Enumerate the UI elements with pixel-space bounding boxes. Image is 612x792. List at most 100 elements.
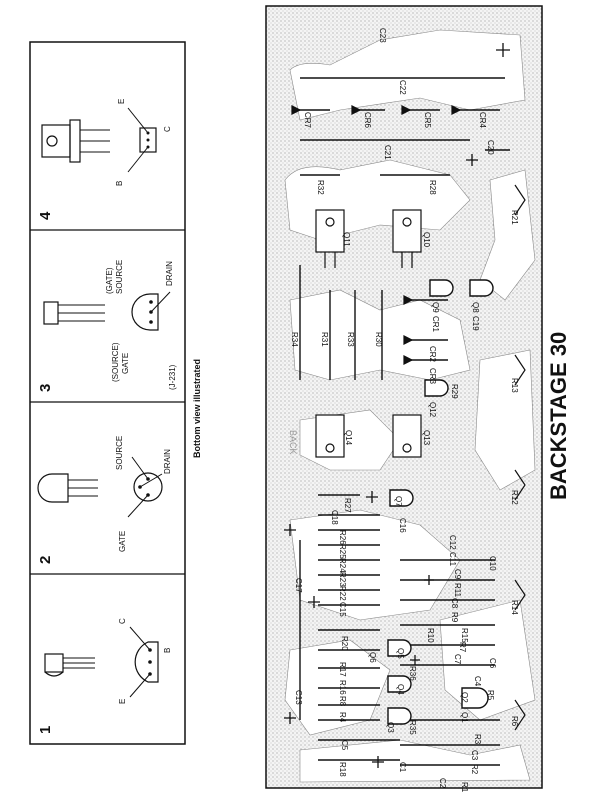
panel-number: 4 [37, 211, 54, 220]
component-label-q6: Q6 [368, 652, 377, 663]
component-label-r10: R10 [426, 628, 435, 643]
pin-label-e: E [117, 99, 126, 104]
component-label-r7: R7 [458, 642, 467, 653]
edge-connectors [514, 184, 526, 731]
component-label-c7: C7 [453, 654, 462, 665]
component-label-q1: Q1 [460, 712, 469, 723]
panel-number: 1 [37, 726, 54, 734]
pin-label-gate: GATE [118, 531, 127, 552]
component-label-cr6: CR6 [363, 112, 372, 129]
metal-can-transistor-icon [37, 456, 163, 518]
component-label-r14: R14 [510, 600, 519, 615]
pin-label-c: C [163, 126, 172, 132]
panel-number: 3 [37, 384, 54, 392]
component-label-c9: C9 [453, 569, 462, 580]
component-label-r32: R32 [316, 180, 325, 195]
component-label-r8: R8 [338, 696, 347, 707]
component-label-c11: C11 [448, 552, 457, 567]
power-transistors [315, 209, 422, 458]
component-label-r6: R6 [510, 716, 519, 727]
component-label-q13: Q13 [422, 430, 431, 446]
pin-label-gate: GATE [121, 353, 130, 374]
panel-number: 2 [37, 556, 54, 564]
component-label-r9: R9 [450, 612, 459, 623]
component-label-c3: C3 [470, 750, 479, 761]
component-label-c17: C17 [294, 578, 303, 593]
component-label-c15: C15 [338, 602, 347, 617]
component-label-q12: Q12 [428, 402, 437, 418]
component-label-r20: R20 [340, 636, 349, 651]
pin-label-source-paren: (SOURCE) [111, 342, 120, 382]
component-label-r15: R15 [460, 628, 469, 643]
component-label-r31: R31 [320, 332, 329, 347]
component-label-r16: R16 [338, 680, 347, 695]
component-label-r13: R13 [510, 378, 519, 393]
component-label-c5: C5 [340, 740, 349, 751]
component-label-q2: Q2 [460, 692, 469, 703]
component-label-c13: C13 [294, 690, 303, 705]
component-label-c8: C8 [450, 598, 459, 609]
component-bodies [295, 77, 510, 766]
component-label-q9: Q9 [431, 302, 440, 313]
component-label-r25: R25 [338, 544, 347, 559]
component-label-r33: R33 [346, 332, 355, 347]
component-label-r23: R23 [338, 572, 347, 587]
component-label-r26: R26 [338, 530, 347, 545]
component-label-r28: R28 [428, 180, 437, 195]
component-label-r30: R30 [374, 332, 383, 347]
component-label-r34: R34 [290, 332, 299, 347]
component-label-c22: C22 [398, 80, 407, 95]
component-label-cr1: CR1 [431, 316, 440, 333]
component-label-r1: R1 [460, 782, 469, 792]
component-label-r27: R27 [343, 498, 352, 513]
component-label-r24: R24 [338, 558, 347, 573]
pin-label-source: SOURCE [115, 436, 124, 470]
pin-label-drain: DRAIN [165, 261, 174, 286]
component-label-cr4: CR4 [478, 112, 487, 129]
to92-transistor-icon [44, 626, 159, 698]
component-label-r12: R12 [510, 490, 519, 505]
pin-label-source: SOURCE [115, 260, 124, 294]
component-label-q8: Q8 [471, 302, 480, 313]
jfet-transistor-icon [43, 291, 171, 331]
component-label-r11: R11 [453, 583, 462, 598]
component-label-c16: C16 [398, 518, 407, 533]
component-label-c19: C19 [471, 316, 480, 331]
component-label-q14: Q14 [344, 430, 353, 446]
component-label-r22: R22 [338, 586, 347, 601]
pin-label-gate-paren: (GATE) [105, 267, 114, 294]
component-label-c10: C10 [488, 556, 497, 571]
component-label-r4: R4 [338, 712, 347, 723]
component-label-q11: Q11 [342, 232, 351, 247]
polarity-marks [284, 43, 510, 768]
component-label-q10: Q10 [422, 232, 431, 248]
component-label-q3: Q3 [386, 722, 395, 733]
component-label-c23: C23 [378, 28, 387, 43]
component-label-q4: Q4 [396, 684, 405, 695]
part-number: (J-231) [168, 364, 177, 390]
component-label-cr3: CR3 [428, 368, 437, 385]
legend-frame [29, 41, 186, 745]
component-label-cr7: CR7 [303, 112, 312, 129]
component-label-r21: R21 [510, 210, 519, 225]
component-label-c12: C12 [448, 535, 457, 550]
component-label-r35: R35 [408, 720, 417, 735]
component-label-c18: C18 [330, 510, 339, 525]
component-label-r2: R2 [470, 764, 479, 775]
component-label-cr2: CR2 [428, 346, 437, 363]
to220-transistor-icon [41, 107, 157, 173]
faint-board-text: BACK [288, 430, 298, 455]
component-label-r3: R3 [473, 734, 482, 745]
component-label-cr5: CR5 [423, 112, 432, 129]
component-label-q7: Q7 [394, 496, 403, 507]
component-label-r5: R5 [486, 690, 495, 701]
component-label-r29: R29 [450, 384, 459, 399]
component-label-r17: R17 [338, 662, 347, 677]
board-title: BACKSTAGE 30 [546, 332, 571, 500]
pin-label-b: B [115, 181, 124, 186]
component-label-c2: C2 [438, 778, 447, 789]
component-label-r18: R18 [338, 762, 347, 777]
